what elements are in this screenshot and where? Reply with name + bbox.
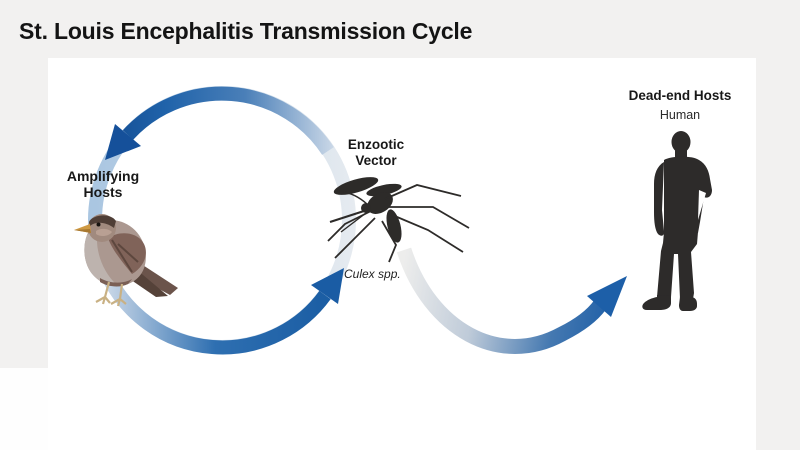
arrow-hosts-to-vector-icon xyxy=(102,268,344,355)
dead-end-hosts-title: Dead-end Hosts xyxy=(628,88,732,103)
amplifying-hosts-line2: Hosts xyxy=(83,184,123,201)
panel-lower-left-fill xyxy=(0,368,48,450)
label-dead-end-hosts: Dead-end Hosts Human xyxy=(610,88,750,122)
arrow-vector-to-human-icon xyxy=(396,247,627,354)
arrow-vector-to-hosts-icon xyxy=(105,86,334,160)
enzootic-vector-line2: Vector xyxy=(355,152,397,168)
human-silhouette-icon xyxy=(642,131,712,311)
enzootic-vector-line1: Enzootic xyxy=(347,137,405,152)
dead-end-hosts-subtitle: Human xyxy=(659,107,701,122)
page-title: St. Louis Encephalitis Transmission Cycl… xyxy=(19,18,473,44)
label-enzootic-vector: Enzootic Vector xyxy=(316,137,436,168)
amplifying-hosts-line1: Amplifying xyxy=(66,168,140,184)
bird-icon xyxy=(74,214,178,307)
label-amplifying-hosts: Amplifying Hosts xyxy=(43,168,163,200)
label-culex-species: Culex spp. xyxy=(344,267,401,281)
mosquito-icon xyxy=(327,177,470,263)
